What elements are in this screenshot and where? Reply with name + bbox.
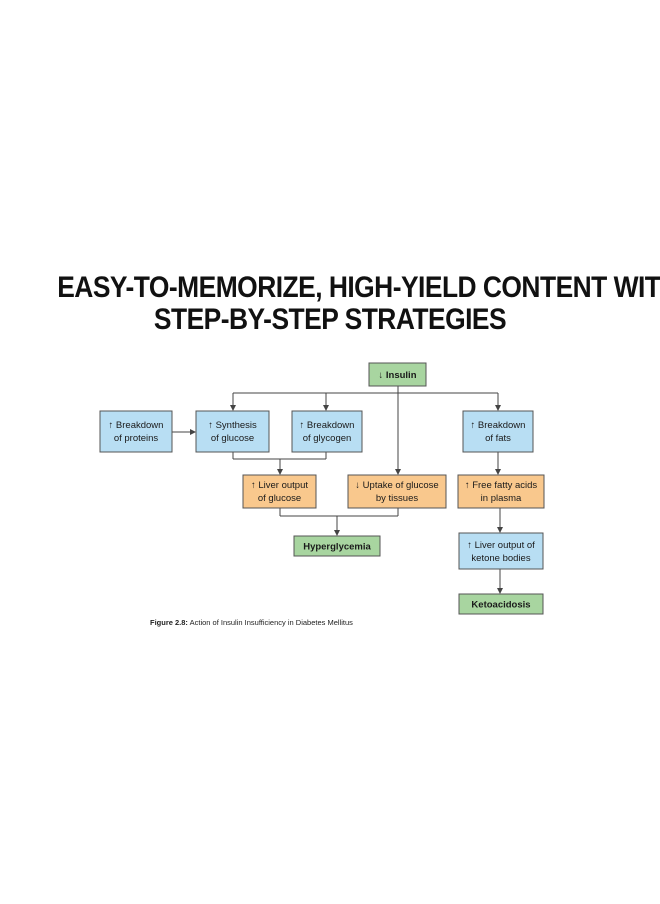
node-breakdown-fats-line-1: ↑ Breakdown [471, 420, 526, 431]
node-liver-output-glucose-line-2: of glucose [258, 493, 301, 504]
node-liver-output-ketone-line-1: ↑ Liver output of [467, 540, 535, 551]
headline-line-1: EASY-TO-MEMORIZE, HIGH-YIELD CONTENT WIT… [57, 271, 660, 304]
node-free-fatty-acids: ↑ Free fatty acids in plasma [457, 474, 545, 509]
node-breakdown-fats: ↑ Breakdown of fats [462, 410, 534, 453]
node-hyperglycemia-label: Hyperglycemia [303, 542, 371, 553]
figure-caption-text: Action of Insulin Insufficiency in Diabe… [187, 618, 353, 627]
node-breakdown-proteins-line-1: ↑ Breakdown [109, 420, 164, 431]
node-liver-output-glucose-line-1: ↑ Liver output [251, 480, 308, 491]
node-ketoacidosis-label: Ketoacidosis [471, 600, 530, 611]
node-ketoacidosis: Ketoacidosis [458, 593, 544, 615]
node-hyperglycemia: Hyperglycemia [293, 535, 381, 557]
node-breakdown-proteins: ↑ Breakdown of proteins [99, 410, 173, 453]
node-insulin: ↓ Insulin [368, 362, 427, 387]
node-synthesis-glucose: ↑ Synthesis of glucose [195, 410, 270, 453]
node-free-fatty-acids-line-2: in plasma [481, 493, 522, 504]
node-breakdown-glycogen-line-1: ↑ Breakdown [300, 420, 355, 431]
node-synthesis-glucose-line-1: ↑ Synthesis [208, 420, 257, 431]
node-insulin-label: ↓ Insulin [379, 370, 417, 381]
node-breakdown-glycogen: ↑ Breakdown of glycogen [291, 410, 363, 453]
node-uptake-glucose-line-2: by tissues [376, 493, 418, 504]
node-breakdown-glycogen-line-2: of glycogen [303, 433, 352, 444]
node-uptake-glucose: ↓ Uptake of glucose by tissues [347, 474, 447, 509]
node-uptake-glucose-line-1: ↓ Uptake of glucose [355, 480, 438, 491]
headline-line-2: STEP-BY-STEP STRATEGIES [153, 303, 507, 336]
node-liver-output-glucose: ↑ Liver output of glucose [242, 474, 317, 509]
figure-caption: Figure 2.8: Action of Insulin Insufficie… [150, 618, 353, 627]
node-liver-output-ketone-line-2: ketone bodies [471, 553, 530, 564]
node-breakdown-proteins-line-2: of proteins [114, 433, 159, 444]
node-synthesis-glucose-line-2: of glucose [211, 433, 254, 444]
node-free-fatty-acids-line-1: ↑ Free fatty acids [465, 480, 538, 491]
node-breakdown-fats-line-2: of fats [485, 433, 511, 444]
node-liver-output-ketone: ↑ Liver output of ketone bodies [458, 532, 544, 570]
figure-caption-label: Figure 2.8: [150, 618, 188, 627]
connectors [172, 386, 503, 594]
